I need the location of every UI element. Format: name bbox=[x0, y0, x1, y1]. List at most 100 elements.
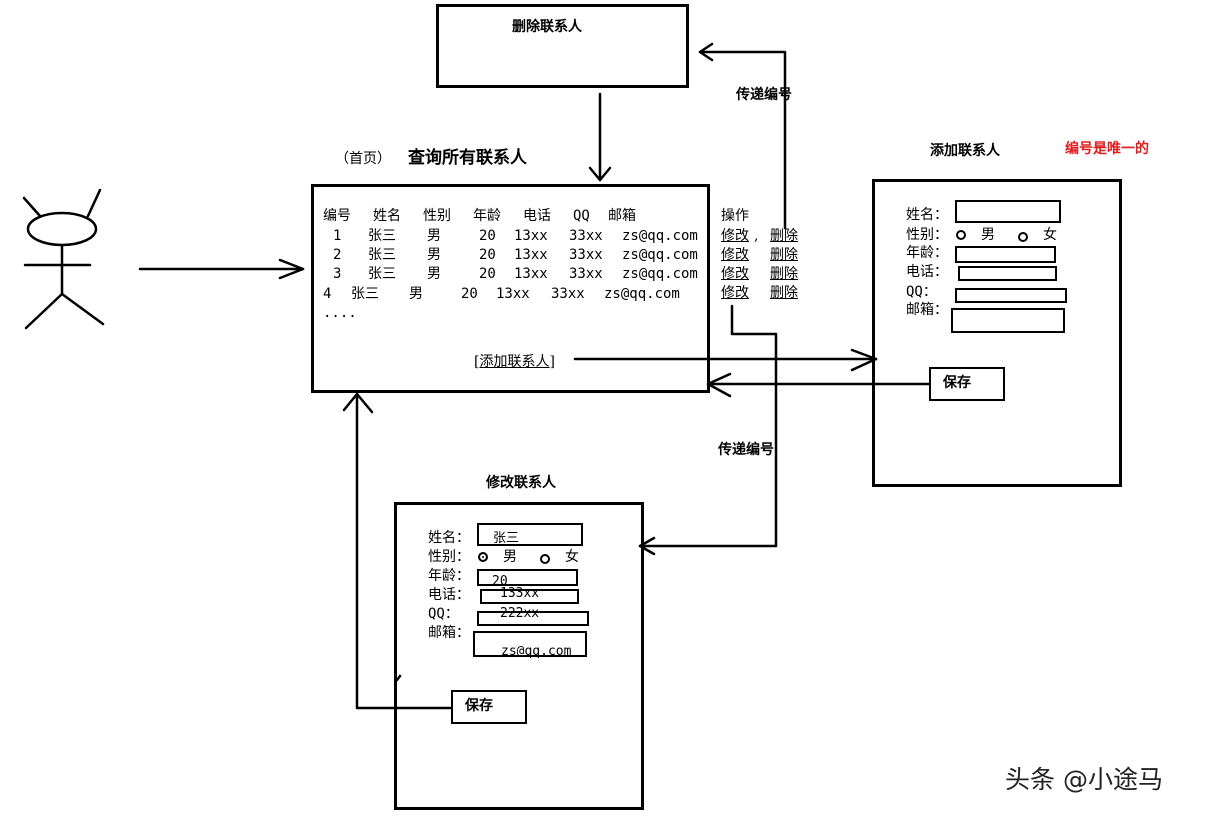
row-name: 张三 bbox=[368, 228, 396, 244]
delete-link[interactable]: 删除 bbox=[770, 228, 798, 244]
edit-gender-male-label: 男 bbox=[503, 549, 517, 565]
user-figure-icon bbox=[22, 188, 105, 330]
transfer-id-label-top: 传递编号 bbox=[736, 87, 792, 103]
row-phone: 13xx bbox=[496, 286, 530, 302]
row-id: 2 bbox=[333, 247, 342, 263]
edit-qq-input[interactable] bbox=[477, 611, 589, 626]
edit-label-email: 邮箱： bbox=[428, 625, 470, 641]
add-gender-male-label: 男 bbox=[981, 227, 995, 243]
add-page-title: 添加联系人 bbox=[930, 143, 1000, 159]
watermark: 头条 @小途马 bbox=[1005, 765, 1163, 794]
delete-link[interactable]: 删除 bbox=[770, 247, 798, 263]
header-phone: 电话 bbox=[523, 208, 551, 224]
edit-link[interactable]: 修改 bbox=[721, 285, 749, 301]
header-email: 邮箱 bbox=[608, 208, 636, 224]
delete-contact-page bbox=[436, 4, 689, 88]
header-qq: QQ bbox=[573, 208, 590, 224]
header-age: 年龄 bbox=[473, 208, 501, 224]
row-email: zs@qq.com bbox=[622, 266, 698, 282]
add-phone-input[interactable] bbox=[958, 266, 1057, 281]
edit-label-age: 年龄： bbox=[428, 568, 470, 584]
delete-page-title: 删除联系人 bbox=[512, 19, 582, 35]
edit-label-gender: 性别： bbox=[428, 549, 470, 565]
edit-phone-input[interactable] bbox=[480, 589, 579, 604]
row-name: 张三 bbox=[368, 266, 396, 282]
row-age: 20 bbox=[479, 247, 496, 263]
edit-name-input[interactable] bbox=[477, 523, 583, 546]
ops-separator: , bbox=[754, 228, 759, 244]
add-label-name: 姓名： bbox=[906, 207, 948, 223]
edit-email-input[interactable] bbox=[473, 631, 587, 657]
row-phone: 13xx bbox=[514, 266, 548, 282]
edit-phone-value: 133xx bbox=[500, 586, 540, 601]
edit-email-value: zs@qq.com bbox=[501, 644, 572, 659]
edit-link[interactable]: 修改 bbox=[721, 266, 749, 282]
add-qq-input[interactable] bbox=[955, 288, 1067, 303]
edit-label-qq: QQ： bbox=[428, 606, 459, 622]
row-gender: 男 bbox=[427, 247, 441, 263]
add-label-gender: 性别： bbox=[906, 227, 948, 243]
bracket-open: [ bbox=[474, 354, 480, 370]
row-age: 20 bbox=[479, 228, 496, 244]
row-age: 20 bbox=[461, 286, 478, 302]
add-age-input[interactable] bbox=[955, 246, 1056, 263]
add-label-email: 邮箱： bbox=[906, 302, 948, 318]
add-email-input[interactable] bbox=[951, 308, 1065, 333]
delete-link[interactable]: 删除 bbox=[770, 266, 798, 282]
edit-qq-value: 222xx bbox=[500, 606, 540, 621]
add-contact-link[interactable]: [添加联系人] bbox=[474, 351, 555, 370]
unique-id-note: 编号是唯一的 bbox=[1065, 141, 1149, 157]
row-gender: 男 bbox=[427, 228, 441, 244]
edit-contact-page bbox=[394, 502, 644, 810]
add-label-age: 年龄： bbox=[906, 245, 948, 261]
add-save-button[interactable]: 保存 bbox=[929, 367, 1005, 401]
header-gender: 性别 bbox=[423, 208, 451, 224]
row-qq: 33xx bbox=[569, 228, 603, 244]
home-prefix: （首页） bbox=[335, 151, 391, 167]
add-name-input[interactable] bbox=[955, 200, 1061, 223]
add-gender-male-radio[interactable] bbox=[956, 230, 966, 240]
header-id: 编号 bbox=[323, 208, 351, 224]
row-id: 1 bbox=[333, 228, 342, 244]
add-contact-link-text[interactable]: 添加联系人 bbox=[479, 354, 550, 370]
row-age: 20 bbox=[479, 266, 496, 282]
edit-label-name: 姓名： bbox=[428, 530, 470, 546]
edit-link[interactable]: 修改 bbox=[721, 247, 749, 263]
row-phone: 13xx bbox=[514, 247, 548, 263]
row-name: 张三 bbox=[351, 286, 379, 302]
add-contact-page bbox=[872, 179, 1122, 487]
row-name: 张三 bbox=[368, 247, 396, 263]
header-ops: 操作 bbox=[721, 208, 749, 224]
header-name: 姓名 bbox=[373, 208, 401, 224]
row-qq: 33xx bbox=[569, 266, 603, 282]
edit-label-phone: 电话： bbox=[428, 587, 470, 603]
row-id: 4 bbox=[323, 286, 332, 302]
edit-gender-male-radio[interactable] bbox=[478, 552, 488, 562]
row-email: zs@qq.com bbox=[622, 228, 698, 244]
add-gender-female-radio[interactable] bbox=[1018, 232, 1028, 242]
edit-gender-female-radio[interactable] bbox=[540, 554, 550, 564]
row-phone: 13xx bbox=[514, 228, 548, 244]
edit-name-value: 张三 bbox=[493, 531, 520, 546]
row-qq: 33xx bbox=[569, 247, 603, 263]
row-gender: 男 bbox=[427, 266, 441, 282]
row-id: 3 bbox=[333, 266, 342, 282]
home-page bbox=[311, 184, 710, 393]
edit-age-input[interactable] bbox=[477, 569, 578, 586]
row-qq: 33xx bbox=[551, 286, 585, 302]
edit-age-value: 20 bbox=[492, 574, 508, 589]
add-gender-female-label: 女 bbox=[1043, 227, 1057, 243]
edit-gender-female-label: 女 bbox=[565, 549, 579, 565]
row-email: zs@qq.com bbox=[604, 286, 680, 302]
edit-save-button[interactable]: 保存 bbox=[451, 690, 527, 724]
edit-page-title: 修改联系人 bbox=[486, 475, 556, 491]
edit-link[interactable]: 修改 bbox=[721, 228, 749, 244]
transfer-id-label-mid: 传递编号 bbox=[718, 442, 774, 458]
add-label-qq: QQ： bbox=[906, 284, 937, 300]
home-title: 查询所有联系人 bbox=[408, 148, 527, 168]
more-rows-ellipsis: .... bbox=[323, 305, 357, 321]
delete-link[interactable]: 删除 bbox=[770, 285, 798, 301]
row-gender: 男 bbox=[409, 286, 423, 302]
add-label-phone: 电话： bbox=[906, 264, 948, 280]
